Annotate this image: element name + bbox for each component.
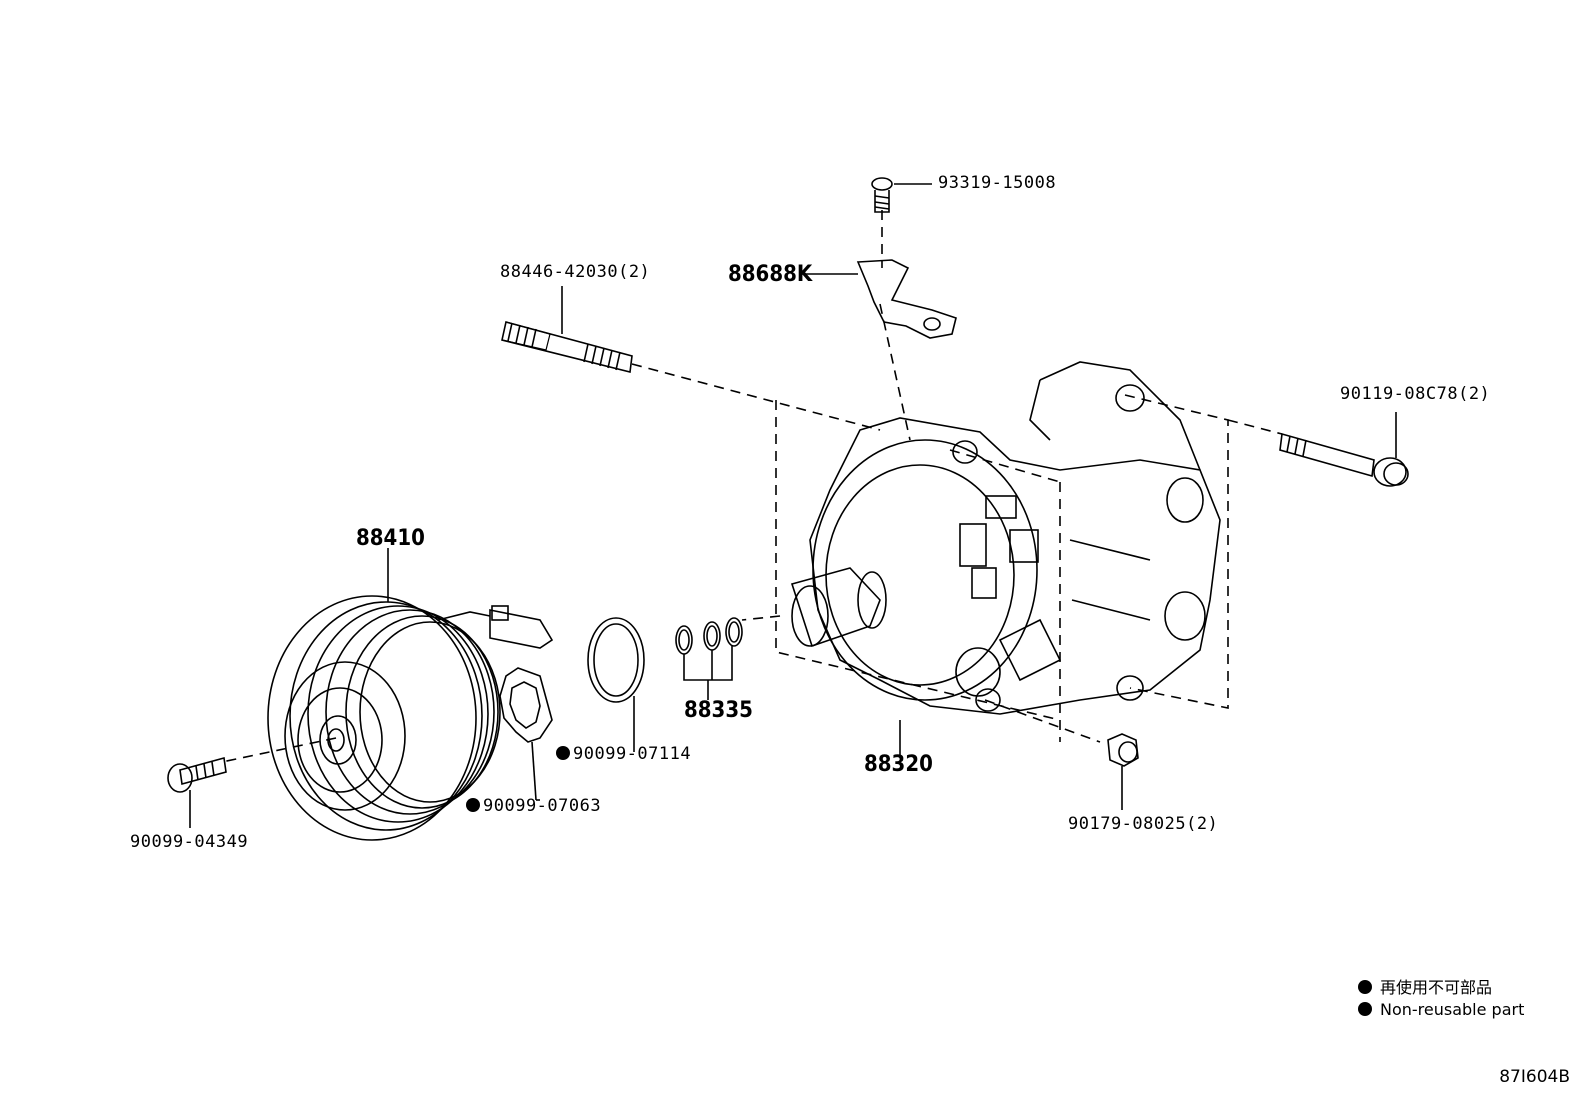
label-88446-42030: 88446-42030(2)	[500, 262, 651, 282]
label-90179-08025: 90179-08025(2)	[1068, 814, 1219, 834]
legend-en: Non-reusable part	[1358, 1000, 1524, 1019]
screw-93319	[871, 177, 932, 213]
label-90099-07114: 90099-07114	[556, 744, 691, 764]
stud-88446	[501, 286, 633, 373]
label-88410: 88410	[356, 526, 425, 551]
guide-lines	[221, 210, 1283, 763]
non-reusable-dot-icon	[1358, 1002, 1372, 1016]
snapring-90099-07114	[587, 617, 645, 752]
nut-90179	[1107, 733, 1139, 810]
non-reusable-dot-icon	[466, 798, 480, 812]
label-88688k: 88688K	[728, 262, 813, 287]
label-90099-07063: 90099-07063	[466, 796, 601, 816]
orings-88335	[675, 617, 743, 700]
label-88320: 88320	[864, 752, 933, 777]
label-90119-08c78: 90119-08C78(2)	[1340, 384, 1491, 404]
label-93319-15008: 93319-15008	[938, 173, 1057, 193]
label-88335: 88335	[684, 698, 753, 723]
figure-id: 87I604B	[1499, 1067, 1570, 1087]
compressor-88320	[790, 361, 1221, 756]
bolt-90099-04349	[167, 756, 227, 828]
shim-90099-07063	[499, 667, 553, 801]
bolt-90119	[1279, 412, 1409, 487]
non-reusable-dot-icon	[556, 746, 570, 760]
legend-jp: 再使用不可部品	[1358, 974, 1492, 998]
bracket-88688k	[800, 259, 957, 339]
label-90099-04349: 90099-04349	[130, 832, 249, 852]
clutch-pulley-88410	[267, 548, 554, 841]
non-reusable-dot-icon	[1358, 980, 1372, 994]
